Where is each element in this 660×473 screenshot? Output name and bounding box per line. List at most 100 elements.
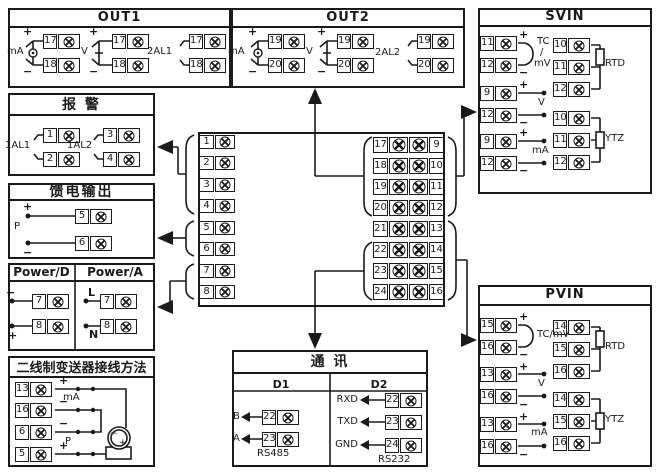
polarity-minus: − <box>89 65 99 78</box>
terminal-number: 5 <box>199 221 214 235</box>
terminal-number: 6 <box>15 425 29 440</box>
screw-icon <box>568 38 590 53</box>
power-line-label: L <box>88 286 96 299</box>
screw-icon <box>127 34 149 49</box>
terminal-number: 8 <box>199 285 214 299</box>
screw-icon <box>30 403 52 418</box>
svin-ma-label: mA <box>532 145 549 156</box>
screw-icon <box>409 137 428 153</box>
screw-icon <box>47 319 69 334</box>
terminal: 16 <box>15 403 52 418</box>
polarity-plus: + <box>89 25 99 38</box>
terminal-number: 4 <box>103 152 117 167</box>
terminal-number: 24 <box>385 438 399 453</box>
power-neutral-label: N <box>89 328 99 341</box>
screw-icon <box>58 58 80 73</box>
screw-icon <box>409 284 428 300</box>
screw-icon <box>568 133 590 148</box>
screw-icon <box>409 263 428 279</box>
alarm-1al1-label: 1AL1 <box>5 140 31 151</box>
terminal: 16 <box>480 439 517 454</box>
screw-icon <box>409 221 428 237</box>
pvin-v-label: V <box>538 378 545 389</box>
terminal-number: 3 <box>103 128 117 143</box>
screw-icon <box>495 58 517 73</box>
screw-icon <box>47 294 69 309</box>
screw-icon <box>409 158 428 174</box>
screw-icon <box>495 318 517 333</box>
terminal-number: 18 <box>373 158 388 174</box>
terminal: 18 <box>112 58 149 73</box>
terminal-number: 7 <box>100 294 114 309</box>
polarity-minus: − <box>519 348 529 361</box>
terminal: 7 <box>32 294 69 309</box>
polarity-minus: − <box>23 65 33 78</box>
terminal-number: 12 <box>553 82 567 97</box>
polarity-plus: + <box>519 360 529 373</box>
screw-icon <box>58 128 80 143</box>
screw-icon <box>495 439 517 454</box>
terminal-number: 23 <box>385 415 399 430</box>
terminal-number: 19 <box>268 34 282 49</box>
terminal: 12 <box>553 155 590 170</box>
rs232-label: RS232 <box>378 454 411 465</box>
rs485-label: RS485 <box>257 448 290 459</box>
terminal: 2 <box>43 152 80 167</box>
svin-v-label: V <box>538 97 545 108</box>
screw-icon <box>352 34 374 49</box>
terminal: 2 <box>199 156 235 170</box>
terminal-number: 15 <box>480 318 494 333</box>
terminal-number: 3 <box>199 178 214 192</box>
terminal-number: 16 <box>480 389 494 404</box>
polarity-plus: + <box>519 28 529 41</box>
terminal-number: 6 <box>75 236 89 251</box>
terminal-number: 8 <box>100 319 114 334</box>
terminal-number: 20 <box>337 58 351 73</box>
polarity-plus: + <box>8 329 18 342</box>
terminal-number: 13 <box>480 417 494 432</box>
terminal-number: 15 <box>429 263 444 279</box>
terminal-number: 19 <box>337 34 351 49</box>
terminal-number: 17 <box>43 34 57 49</box>
terminal: 12 <box>480 156 517 171</box>
out2-alarm-label: 2AL2 <box>375 47 401 58</box>
polarity-plus: + <box>23 25 33 38</box>
screw-icon <box>90 236 112 251</box>
screw-icon <box>277 432 299 447</box>
screw-icon <box>409 200 428 216</box>
polarity-minus: − <box>519 448 529 461</box>
screw-icon <box>568 342 590 357</box>
terminal-number: 5 <box>15 447 29 462</box>
screw-icon <box>215 221 235 235</box>
screw-icon <box>215 285 235 299</box>
terminal: 15 <box>480 318 517 333</box>
terminal: 7 <box>199 264 235 278</box>
terminal-number: 15 <box>553 342 567 357</box>
terminal-number: 9 <box>480 134 494 149</box>
terminal-number: 16 <box>429 284 444 300</box>
terminal-number: 2 <box>43 152 57 167</box>
terminal: 16 <box>480 340 517 355</box>
terminal: 10 <box>553 38 590 53</box>
terminal-number: 17 <box>373 137 388 153</box>
terminal: 4 <box>199 199 235 213</box>
polarity-minus: − <box>59 417 69 430</box>
screw-icon <box>30 425 52 440</box>
terminal: 22 <box>262 410 299 425</box>
screw-icon <box>30 382 52 397</box>
terminal-number: 20 <box>268 58 282 73</box>
screw-icon <box>495 389 517 404</box>
terminal-number: 14 <box>429 242 444 258</box>
screw-icon <box>30 447 52 462</box>
screw-icon <box>215 135 235 149</box>
comm-title: 通 讯 <box>232 350 428 374</box>
terminal: 20 <box>268 58 305 73</box>
screw-icon <box>495 108 517 123</box>
feed-p-label: P <box>14 221 21 232</box>
rs232-gnd-label: GND <box>335 439 358 450</box>
terminal: 16 <box>553 364 590 379</box>
terminal-number: 16 <box>480 439 494 454</box>
terminal-number: 23 <box>262 432 276 447</box>
